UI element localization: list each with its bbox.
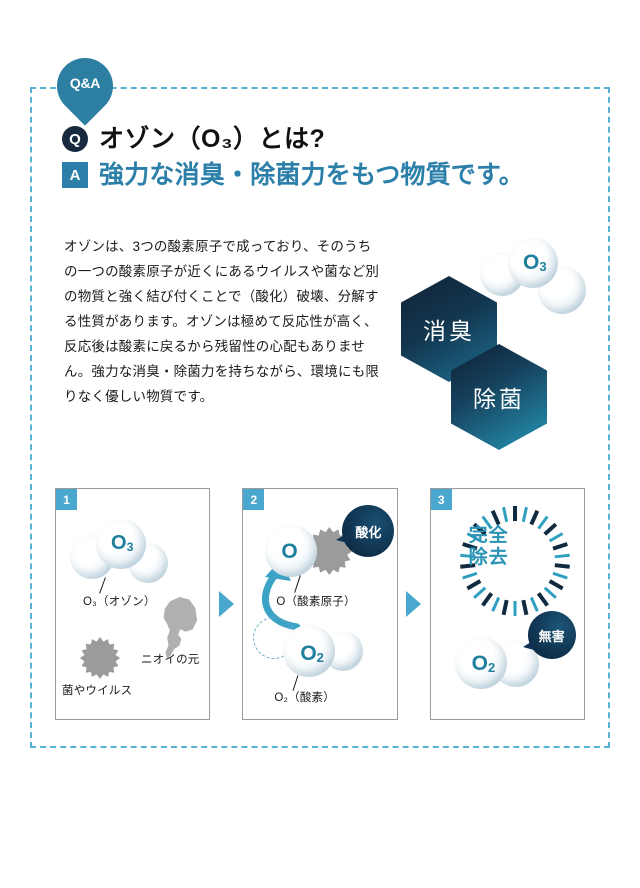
radiating-burst-icon [459, 506, 570, 616]
oxidation-bubble-label: 酸化 [355, 524, 382, 540]
oxygen-atom-sphere [265, 525, 318, 577]
question-text: オゾン（O₃）とは? [99, 124, 326, 153]
answer-badge: A [62, 162, 88, 188]
oxygen-atom-sphere [283, 625, 336, 677]
complete-removal-line1: 完全 [468, 524, 509, 546]
body-paragraph-text: オゾンは、3つの酸素原子で成っており、そのうちの一つの酸素原子が近くにあるウイル… [64, 239, 380, 404]
qa-pin-badge: Q&A [45, 46, 125, 126]
ozone-formula-label: O3 [523, 251, 547, 274]
triangle-right-icon [218, 591, 234, 617]
germ-starburst-icon [79, 637, 121, 679]
step-number-badge: 3 [430, 489, 452, 510]
complete-removal-text: 完全 除去 [431, 489, 547, 605]
oxidation-bubble: 酸化 [336, 505, 395, 557]
triangle-right-icon [406, 591, 422, 617]
oxygen-caption: O₂（酸素） [274, 692, 335, 704]
body-paragraph: オゾンは、3つの酸素原子で成っており、そのうちの一つの酸素原子が近くにあるウイル… [64, 234, 384, 409]
dashed-content-frame [30, 87, 610, 748]
question-row: Q オゾン（O₃）とは? [62, 126, 592, 152]
germs-virus-caption: 菌やウイルス [62, 685, 133, 697]
answer-text: 強力な消臭・除菌力をもつ物質です。 [99, 160, 524, 189]
oxygen-atom-sphere [508, 238, 558, 288]
step-number-badge: 1 [56, 489, 77, 510]
oxygen-atom-caption: O（酸素原子） [276, 596, 356, 608]
hexagon-deodorize-label: 消臭 [423, 318, 475, 344]
step-arrow-2-to-3 [398, 488, 430, 720]
ozone-molecule-hero: O3 [480, 232, 595, 328]
step-panel-1: 1 O3 O₃（オゾン） ニオイの元 菌やウイルス [55, 488, 211, 720]
step-panel-3: 3 完全 除去 無害 O2 [429, 488, 585, 720]
oxygen-formula-label: O2 [471, 652, 496, 675]
process-steps-row: 1 O3 O₃（オゾン） ニオイの元 菌やウイルス 2 O 酸化 O（酸素原子） [55, 488, 585, 720]
odor-source-caption: ニオイの元 [141, 654, 200, 666]
headline-block: Q オゾン（O₃）とは? A 強力な消臭・除菌力をもつ物質です。 [62, 126, 592, 188]
harmless-bubble-label: 無害 [538, 628, 565, 644]
answer-row: A 強力な消臭・除菌力をもつ物質です。 [62, 162, 592, 188]
hexagon-sterilize-label: 除菌 [473, 386, 525, 412]
oxygen-formula-label: O2 [300, 642, 324, 665]
step-panel-2: 2 O 酸化 O（酸素原子） O2 O₂（酸素） [242, 488, 398, 720]
oxygen-atom-sphere [454, 637, 507, 689]
ozone-caption: O₃（オゾン） [83, 596, 156, 608]
qa-pin-label: Q&A [69, 75, 101, 91]
odor-smoke-icon [163, 597, 198, 659]
leader-line [99, 577, 106, 594]
step-number-badge: 2 [243, 489, 265, 510]
step-arrow-1-to-2 [210, 488, 242, 720]
oxygen-atom-sphere [96, 519, 146, 569]
oxygen-atom-formula-label: O [281, 540, 298, 563]
hero-graphic: 消臭 除菌 O3 [395, 232, 595, 450]
complete-removal-line2: 除去 [468, 547, 509, 568]
question-badge: Q [62, 126, 88, 152]
harmless-bubble: 無害 [522, 611, 576, 659]
ozone-formula-label: O3 [111, 532, 134, 554]
